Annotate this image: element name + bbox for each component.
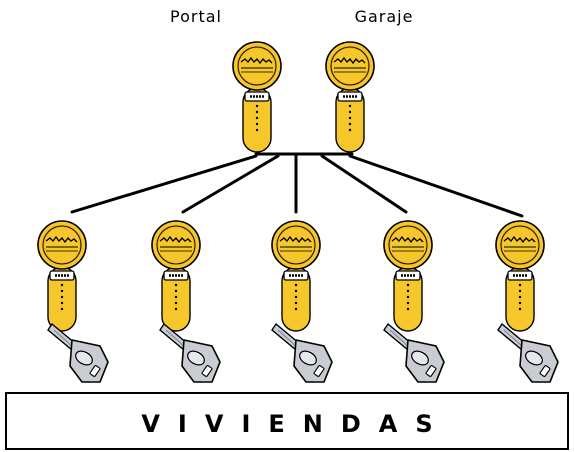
line-to-vivienda-4 <box>320 154 408 214</box>
vivienda-5-cylinder-icon <box>494 219 546 333</box>
vivienda-5-key-icon <box>497 323 559 383</box>
vivienda-4-cylinder-icon <box>382 219 434 333</box>
vivienda-4-key-icon <box>383 323 445 383</box>
vivienda-2-key-icon <box>159 323 221 383</box>
garaje-label: Garaje <box>355 7 414 26</box>
portal-label: Portal <box>170 7 222 26</box>
line-to-vivienda-5 <box>348 154 524 218</box>
connection-lines <box>70 129 524 218</box>
vivienda-3-cylinder-icon <box>270 219 322 333</box>
portal-cylinder-icon <box>231 40 283 154</box>
line-to-vivienda-1 <box>70 154 258 214</box>
viviendas-banner <box>5 392 569 450</box>
vivienda-3-key-icon <box>271 323 333 383</box>
vivienda-1-key-icon <box>47 323 109 383</box>
vivienda-1-cylinder-icon <box>36 219 88 333</box>
vivienda-2-cylinder-icon <box>150 219 202 333</box>
viviendas-banner-text: VIVIENDAS <box>141 410 450 438</box>
garaje-cylinder-icon <box>324 40 376 154</box>
line-to-vivienda-2 <box>181 154 280 214</box>
